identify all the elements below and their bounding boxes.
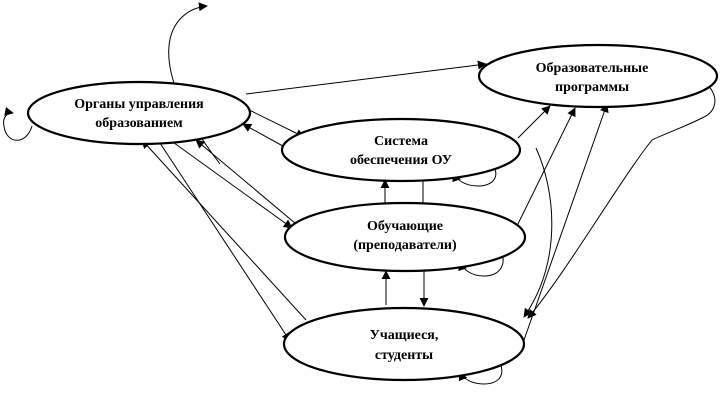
edge-support-to-programs bbox=[517, 105, 551, 139]
node-governance-label-line1: Органы управления bbox=[74, 97, 204, 112]
edge-teachers-to-governance bbox=[195, 139, 309, 235]
node-support-label-line2: обеспечения ОУ bbox=[350, 153, 452, 168]
node-support-shape bbox=[280, 117, 522, 183]
node-teachers-label-line2: (преподаватели) bbox=[353, 238, 457, 253]
edge-students-to-programs bbox=[523, 103, 609, 341]
edges bbox=[3, 2, 716, 385]
node-support-label-line1: Система bbox=[374, 134, 428, 149]
node-programs-shape bbox=[477, 43, 719, 109]
node-programs-label-line1: Образовательные bbox=[536, 61, 649, 76]
edge-governance-to-programs bbox=[245, 60, 487, 95]
node-students-label-line1: Учащиеся, bbox=[370, 328, 439, 343]
edge-programs-to-students bbox=[527, 83, 716, 319]
node-programs: Образовательные программы bbox=[477, 43, 719, 109]
node-students-label-line2: студенты bbox=[375, 348, 433, 363]
edge-support-curve-to-students bbox=[523, 147, 553, 318]
node-students-shape bbox=[282, 306, 526, 382]
node-programs-label-line2: программы bbox=[555, 80, 629, 95]
node-teachers-shape bbox=[283, 201, 527, 273]
edge-governance-to-students bbox=[157, 139, 291, 342]
node-support: Система обеспечения ОУ bbox=[280, 117, 522, 183]
node-governance: Органы управления образованием bbox=[26, 80, 252, 146]
node-teachers: Обучающие (преподаватели) bbox=[283, 201, 527, 273]
edge-governance-self-loop bbox=[3, 107, 33, 141]
node-governance-label-line2: образованием bbox=[95, 116, 183, 131]
node-teachers-label-line1: Обучающие bbox=[367, 219, 443, 234]
node-students: Учащиеся, студенты bbox=[282, 306, 526, 382]
node-governance-shape bbox=[26, 80, 252, 146]
edge-governance-to-teachers bbox=[169, 139, 293, 229]
edge-students-to-governance bbox=[141, 139, 307, 321]
